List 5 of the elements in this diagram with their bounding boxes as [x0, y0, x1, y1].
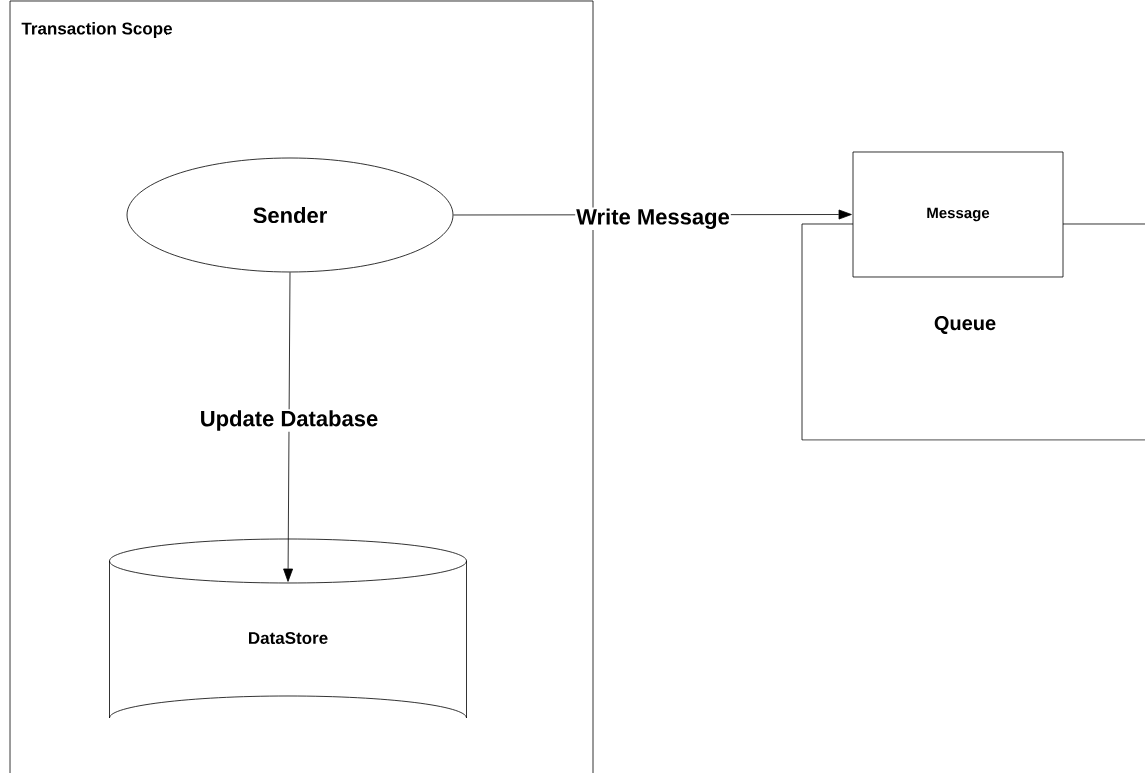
- database-cylinder: DataStore: [109, 538, 467, 719]
- message-box: Message: [852, 151, 1064, 278]
- edge-label: Update Database: [201, 410, 378, 431]
- edge-label: Write Message: [576, 208, 730, 230]
- arrow: [283, 272, 294, 582]
